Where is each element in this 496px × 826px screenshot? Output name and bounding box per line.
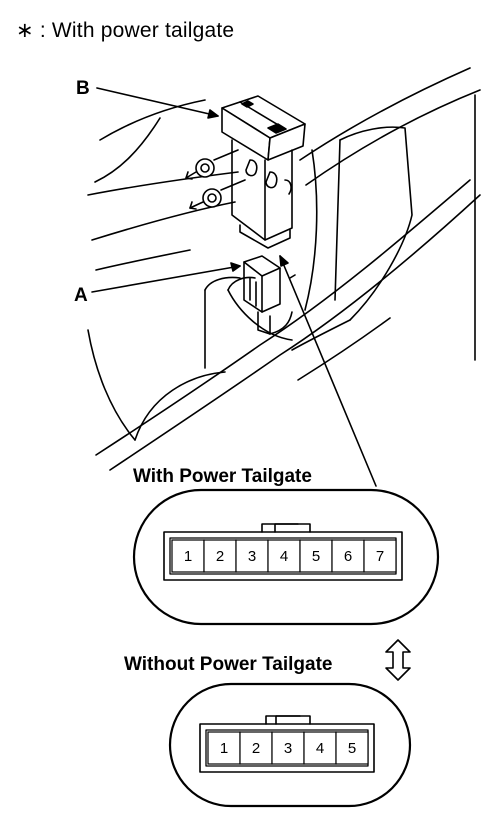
- callout-label-a: A: [74, 285, 88, 306]
- dashboard-trim-lines: [87, 67, 481, 471]
- pin-number: 4: [280, 548, 288, 565]
- pin-number: 2: [252, 740, 260, 757]
- pin-number: 1: [184, 548, 192, 565]
- pin-cell: [363, 539, 397, 573]
- pin-cell: [239, 731, 273, 765]
- console-opening: [291, 126, 413, 381]
- pin-cell: [335, 731, 369, 765]
- screw-icon: [185, 149, 246, 210]
- pin-number: 4: [316, 740, 324, 757]
- pin-cell: [331, 539, 365, 573]
- pin-cell: [207, 731, 241, 765]
- callout-label-b: B: [76, 78, 90, 99]
- connector-a: [243, 255, 293, 335]
- pointer-line: [279, 255, 377, 487]
- pin-number: 3: [248, 548, 256, 565]
- pin-cell: [171, 539, 205, 573]
- pin-number: 7: [376, 548, 384, 565]
- pin-number: 3: [284, 740, 292, 757]
- double-arrow-icon: [385, 639, 411, 681]
- pin-number: 1: [220, 740, 228, 757]
- pin-cell: [299, 539, 333, 573]
- leader-line-b: [96, 87, 219, 117]
- pin-number: 5: [348, 740, 356, 757]
- footnote-power-tailgate: ∗ : With power tailgate: [16, 19, 235, 42]
- pin-number: 5: [312, 548, 320, 565]
- pin-cell: [303, 731, 337, 765]
- switch-b: [221, 95, 306, 249]
- leader-line-a: [91, 265, 241, 293]
- pin-number: 2: [216, 548, 224, 565]
- caption-with-power-tailgate: With Power Tailgate: [133, 466, 312, 487]
- pin-row-5: 1 2 3 4 5: [207, 731, 369, 765]
- caption-without-power-tailgate: Without Power Tailgate: [124, 654, 333, 675]
- pin-row-7: 1 2 3 4 5 6 7: [171, 539, 397, 573]
- pin-number: 6: [344, 548, 352, 565]
- pin-cell: [203, 539, 237, 573]
